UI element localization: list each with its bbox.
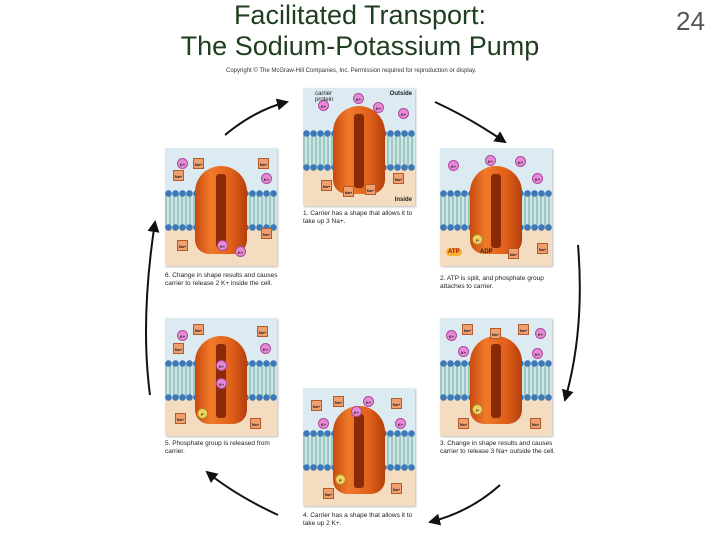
sodium-ion: Na+ — [311, 400, 322, 411]
sodium-ion: Na+ — [193, 324, 204, 335]
page-number: 24 — [676, 6, 705, 36]
sodium-ion: Na+ — [462, 324, 473, 335]
potassium-ion: K+ — [395, 418, 406, 429]
potassium-ion: K+ — [318, 418, 329, 429]
potassium-ion: K+ — [458, 346, 469, 357]
potassium-ion: K+ — [448, 160, 459, 171]
potassium-ion: K+ — [177, 330, 188, 341]
sodium-ion: Na+ — [177, 240, 188, 251]
phosphate-group: P — [472, 404, 483, 415]
step-3-caption: 3. Change in shape results and causes ca… — [440, 440, 556, 455]
sodium-ion: Na+ — [530, 418, 541, 429]
potassium-ion: K+ — [261, 173, 272, 184]
potassium-ion: K+ — [446, 330, 457, 341]
sodium-ion: Na+ — [393, 173, 404, 184]
copyright-notice: Copyright © The McGraw-Hill Companies, I… — [226, 68, 477, 74]
arrow-6-to-1 — [224, 98, 289, 136]
sodium-ion: Na+ — [458, 418, 469, 429]
sodium-ion: Na+ — [391, 483, 402, 494]
potassium-ion: K+ — [532, 348, 543, 359]
potassium-ion: K+ — [216, 360, 227, 371]
phosphate-group: P — [197, 408, 208, 419]
potassium-ion: K+ — [351, 406, 362, 417]
sodium-ion: Na+ — [173, 170, 184, 181]
step-1-illustration: K+ K+ K+ K+ Na+ Na+ Na+ Na+ carrier protein Outsi… — [303, 88, 415, 206]
phosphate-group: P — [472, 234, 483, 245]
potassium-ion: K+ — [398, 108, 409, 119]
sodium-ion: Na+ — [343, 186, 354, 197]
carrier-protein — [470, 336, 522, 424]
sodium-ion: Na+ — [365, 184, 376, 195]
outside-label: Outside — [389, 91, 412, 97]
potassium-ion: K+ — [217, 240, 228, 251]
atp-burst: ATP — [446, 248, 462, 256]
sodium-ion: Na+ — [257, 326, 268, 337]
arrow-1-to-2 — [434, 101, 507, 144]
sodium-ion: Na+ — [490, 328, 501, 339]
step-6-caption: 6. Change in shape results and causes ca… — [165, 272, 278, 287]
slide-title-line1: Facilitated Transport: — [233, 0, 487, 30]
step-2-caption: 2. ATP is split, and phosphate group att… — [440, 275, 544, 290]
potassium-ion: K+ — [177, 158, 188, 169]
sodium-ion: Na+ — [173, 343, 184, 354]
potassium-ion: K+ — [532, 173, 543, 184]
slide-title-line2: The Sodium-Potassium Pump — [180, 31, 540, 61]
step-5-illustration: K+ Na+ Na+ Na+ K+ Na+ Na+ K+ K+ P — [165, 318, 277, 436]
potassium-ion: K+ — [363, 396, 374, 407]
arrow-5-to-6 — [145, 220, 160, 396]
carrier-protein — [195, 166, 247, 254]
potassium-ion: K+ — [535, 328, 546, 339]
potassium-ion: K+ — [260, 343, 271, 354]
step-5-caption: 5. Phosphate group is released from carr… — [165, 440, 270, 455]
step-3-illustration: K+Na+Na+Na+K+K+K+Na+Na+P — [440, 318, 552, 436]
step-1-caption: 1. Carrier has a shape that allows it to… — [303, 210, 413, 225]
potassium-ion: K+ — [235, 246, 246, 257]
arrow-4-to-5 — [205, 470, 279, 516]
step-6-illustration: K+Na+Na+Na+K+Na+Na+K+K+ — [165, 148, 277, 266]
inside-label: Inside — [394, 197, 412, 203]
sodium-ion: Na+ — [333, 396, 344, 407]
sodium-ion: Na+ — [518, 324, 529, 335]
sodium-ion: Na+ — [508, 248, 519, 259]
sodium-ion: Na+ — [537, 243, 548, 254]
potassium-ion: K+ — [353, 93, 364, 104]
arrow-2-to-3 — [561, 244, 581, 402]
sodium-ion: Na+ — [261, 228, 272, 239]
sodium-ion: Na+ — [250, 418, 261, 429]
phosphate-group: P — [335, 474, 346, 485]
sodium-ion: Na+ — [175, 413, 186, 424]
sodium-ion: Na+ — [193, 158, 204, 169]
potassium-ion: K+ — [373, 102, 384, 113]
carrier-protein-label: carrier protein — [315, 91, 334, 103]
potassium-ion: K+ — [216, 378, 227, 389]
adp-label: ADP — [480, 249, 493, 255]
sodium-ion: Na+ — [391, 398, 402, 409]
sodium-ion: Na+ — [321, 180, 332, 191]
potassium-ion: K+ — [485, 155, 496, 166]
step-4-caption: 4. Carrier has a shape that allows it to… — [303, 512, 413, 527]
arrow-3-to-4 — [428, 484, 501, 526]
potassium-ion: K+ — [318, 100, 329, 111]
carrier-protein — [333, 106, 385, 194]
sodium-ion: Na+ — [258, 158, 269, 169]
step-2-illustration: K+ K+ K+ K+ Na+ Na+ P ATP ADP — [440, 148, 552, 266]
potassium-ion: K+ — [515, 156, 526, 167]
sodium-ion: Na+ — [323, 488, 334, 499]
step-4-illustration: Na+Na+K+K+K+Na+K+Na+Na+P — [303, 388, 415, 506]
